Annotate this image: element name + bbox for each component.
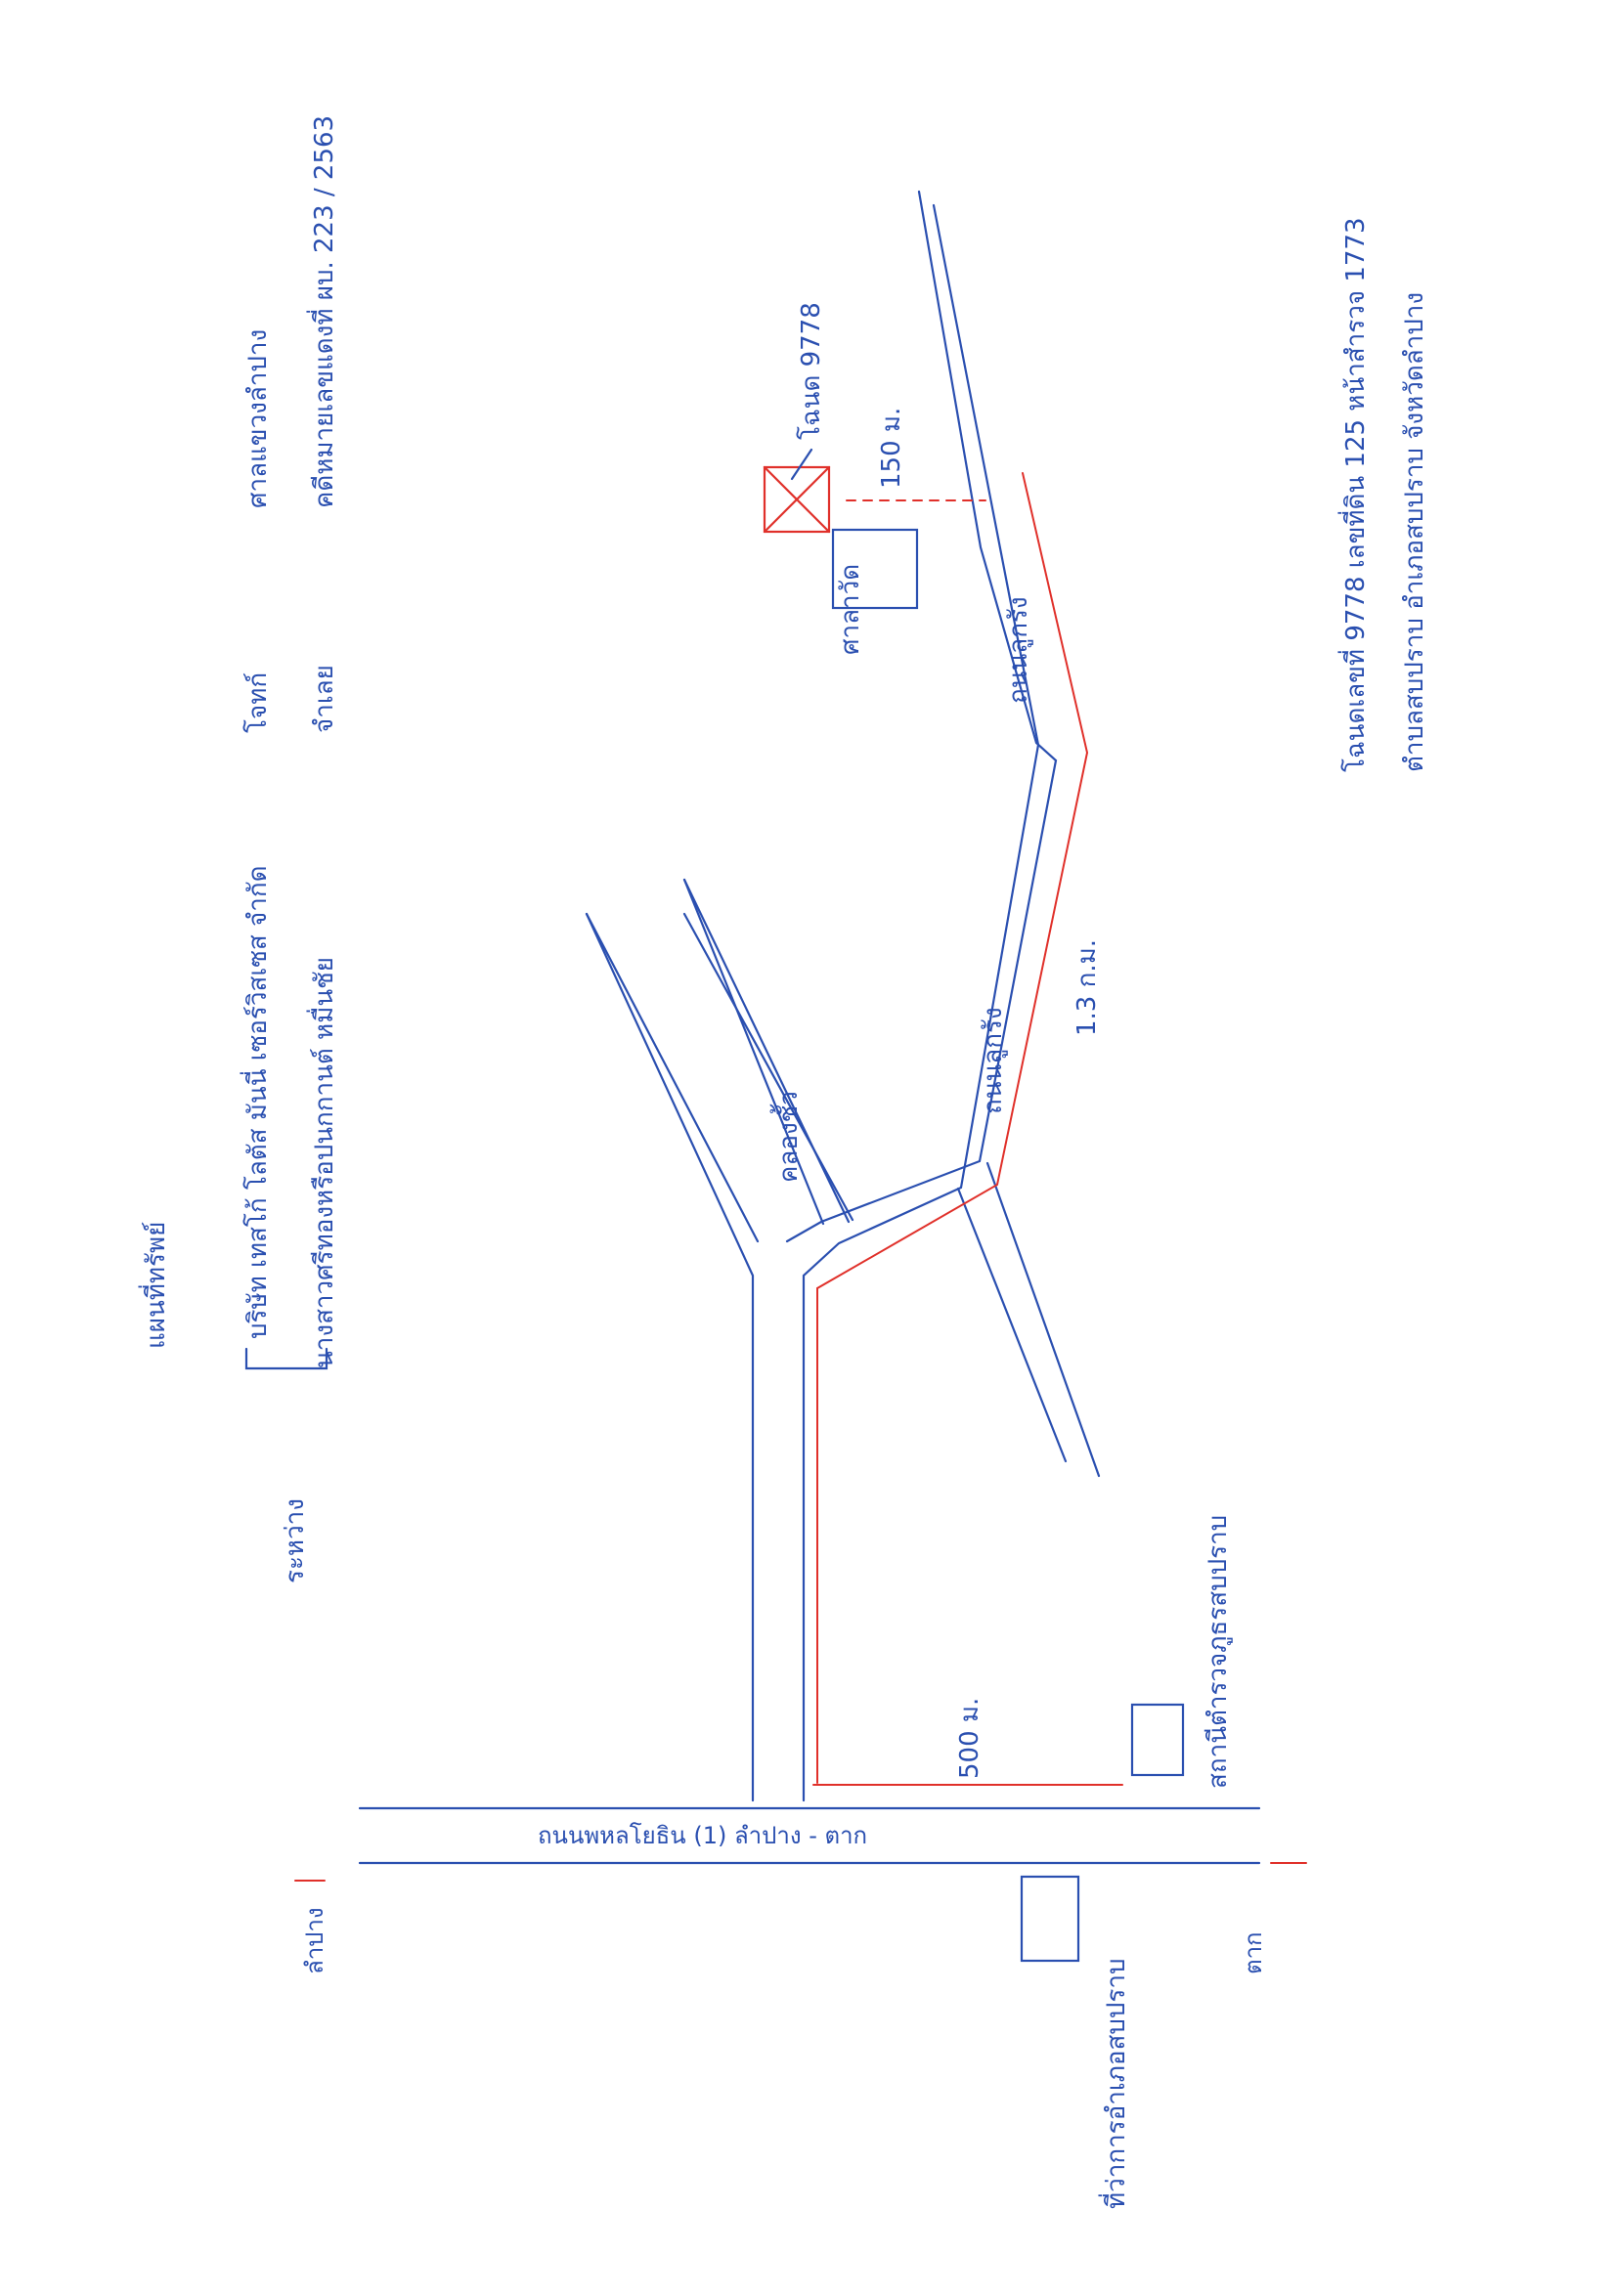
cross-road-left-edge	[956, 1187, 1068, 1463]
police-station-label: สถานีตำรวจภูธรสบปราบ	[1203, 1515, 1233, 1789]
left-direction-label: ลำปาง	[301, 1907, 328, 1974]
route-line	[816, 472, 1089, 1784]
between-label: ระหว่าง	[281, 1498, 310, 1583]
court: ศาลแขวงลำปาง	[243, 329, 273, 508]
dirt-road-label-1: ถนนลูกรัง	[979, 1007, 1008, 1114]
plaintiff-label: โจทก์	[242, 672, 273, 733]
side-road-left-edge	[585, 912, 755, 1802]
police-station-building	[1130, 1703, 1185, 1777]
district-office-building	[1020, 1875, 1080, 1963]
footer-line-1: โฉนดเลขที่ 9778 เลขที่ดิน 125 หน้าสำรวจ …	[1337, 217, 1371, 772]
district-office-label: ที่ว่าการอำเภอสบปราบ	[1098, 1959, 1131, 2209]
cross-road-upper-edge	[682, 878, 825, 1226]
plaintiff-name: บริษัท เทสโก้ โลตัส มันนี่ เซอร์วิสเซส จ…	[240, 866, 273, 1339]
distance-3: 150 ม.	[877, 408, 906, 489]
canal-left-edge	[682, 912, 854, 1222]
cross-road-right-edge	[985, 1161, 1101, 1478]
dirt-road-label-2: ถนนลูกรัง	[1004, 596, 1033, 704]
defendant-name: นางสาวศรีทองหรือปนกกานต์ หมื่นชัย	[306, 957, 339, 1368]
land-parcel-cross-2	[763, 465, 831, 534]
right-direction-label: ตาก	[1240, 1931, 1267, 1974]
footer-line-2: ตำบลสบปราบ อำเภอสบปราบ จังหวัดลำปาง	[1400, 292, 1429, 772]
case-number: คดีหมายเลขแดงที่ ผบ. 223 / 2563	[306, 115, 339, 508]
canal-label: คลองชั้ว	[769, 1091, 804, 1183]
side-road-inner-edge	[785, 190, 1058, 1243]
landmark-label: ศาลาวัด	[836, 564, 865, 655]
land-pointer-arrow	[790, 448, 813, 481]
canal-right-edge	[682, 878, 851, 1224]
party-bracket	[244, 1347, 328, 1370]
landmark-building	[831, 528, 919, 610]
canal-left-bank	[585, 912, 760, 1243]
land-parcel	[763, 465, 831, 534]
land-label: โฉนด 9778	[796, 302, 826, 440]
title: แผนที่ทรัพย์	[138, 1222, 171, 1349]
distance-1: 500 ม.	[955, 1698, 985, 1779]
main-road-label: ถนนพหลโยธิน (1) ลำปาง - ตาก	[538, 1822, 867, 1849]
side-road-right-edge	[802, 203, 1040, 1802]
defendant-label: จำเลย	[310, 665, 339, 733]
distance-2: 1.3 ก.ม.	[1072, 939, 1102, 1036]
